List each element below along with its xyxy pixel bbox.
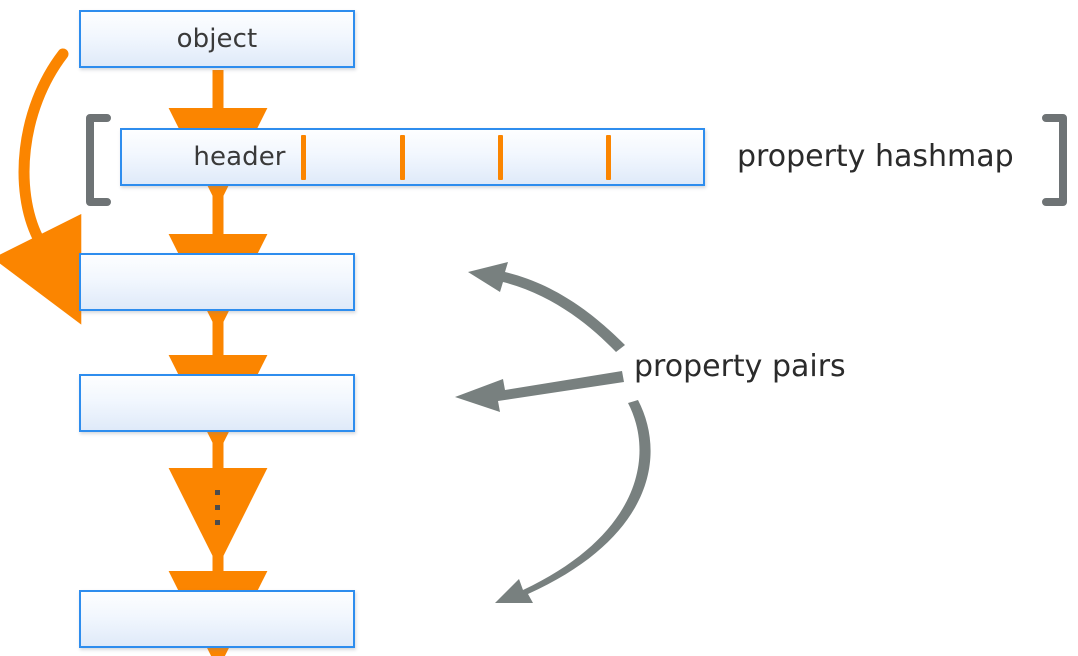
orange-curved-arrow-object-to-pairs: [0, 48, 82, 325]
left-bracket-icon: [86, 114, 111, 206]
gray-arrow-to-pair2: [455, 371, 624, 412]
right-bracket-icon: [1042, 114, 1067, 206]
ellipsis-dot-1: [215, 490, 220, 495]
gray-arrow-to-pair1: [468, 262, 625, 352]
ellipsis-dot-2: [215, 505, 220, 510]
property-pairs-label: property pairs: [634, 349, 846, 384]
property-hashmap-box[interactable]: header: [120, 128, 705, 186]
property-pair-box-last[interactable]: [79, 590, 355, 648]
gray-arrow-to-last-pair: [495, 400, 651, 603]
hashmap-slot-tick-3: [498, 135, 503, 180]
property-hashmap-label: property hashmap: [737, 139, 1014, 174]
gray-pointer-arrows: [455, 262, 651, 603]
hashmap-slot-tick-4: [606, 135, 611, 180]
hashmap-slot-tick-2: [400, 135, 405, 180]
property-pair-box-2[interactable]: [79, 374, 355, 432]
object-box-label: object: [176, 24, 258, 54]
ellipsis-dot-3: [215, 520, 220, 525]
hashmap-slot-tick-1: [301, 135, 306, 180]
header-label: header: [193, 142, 286, 172]
object-box[interactable]: object: [79, 10, 355, 68]
property-pair-box-1[interactable]: [79, 253, 355, 311]
